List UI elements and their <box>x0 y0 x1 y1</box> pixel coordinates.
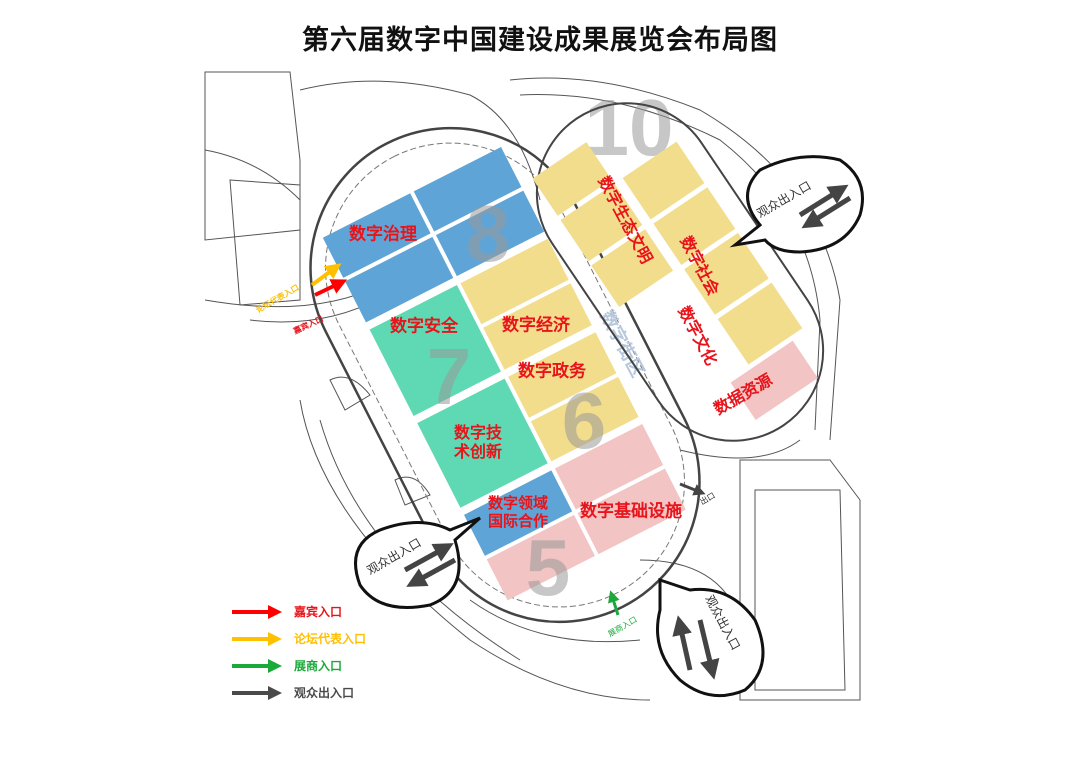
label-digital-security: 数字安全 <box>390 316 458 337</box>
audience-bubble-bottom: 观众出入口 <box>656 577 765 698</box>
hall-number-6: 6 <box>562 376 607 465</box>
map-title: 第六届数字中国建设成果展览会布局图 <box>302 25 778 56</box>
zone-society-a[interactable] <box>622 141 705 220</box>
forum-entrance-label: 论坛代表入口 <box>254 282 301 315</box>
zone-digital-government[interactable] <box>508 332 617 418</box>
vip-entrance-label: 嘉宾入口 <box>291 313 325 336</box>
zone-digital-government-b[interactable] <box>530 376 639 462</box>
main-hall <box>309 126 701 624</box>
exit-label: 出口 <box>698 490 717 507</box>
legend-item-audience: 观众出入口 <box>232 679 366 706</box>
label-digital-governance: 数字治理 <box>349 224 417 245</box>
exit-arrow <box>679 482 706 496</box>
zone-digital-infrastructure[interactable] <box>577 468 686 555</box>
legend-label: 论坛代表入口 <box>294 632 367 646</box>
zone-tech-innovation[interactable] <box>417 378 548 508</box>
exhibitor-entrance-label: 展商入口 <box>606 614 639 639</box>
hall-number-8: 8 <box>466 189 511 278</box>
legend: 嘉宾入口 论坛代表入口 展商入口 观众出入口 <box>232 598 366 706</box>
label-digital-infrastructure: 数字基础设施 <box>580 501 682 522</box>
zone-eco-a[interactable] <box>532 142 612 216</box>
zone-digital-economy-b[interactable] <box>483 283 592 370</box>
legend-item-forum: 论坛代表入口 <box>232 625 366 652</box>
hall-number-7: 7 <box>427 332 472 421</box>
audience-bubble-left: 观众出入口 <box>354 516 481 609</box>
zone-digital-economy[interactable] <box>460 238 569 325</box>
zone-culture-a[interactable] <box>684 232 769 315</box>
hall-10 <box>532 102 825 442</box>
zone-international-coop[interactable] <box>464 470 573 556</box>
zone-eco-c[interactable] <box>591 229 674 307</box>
vip-entrance-arrow <box>314 279 348 297</box>
forum-entrance-arrow <box>310 263 342 287</box>
audience-bubble-top: 观众出入口 <box>729 155 864 254</box>
zone-culture-b[interactable] <box>717 282 803 365</box>
legend-item-vip: 嘉宾入口 <box>232 598 366 625</box>
zone-digital-security[interactable] <box>369 285 501 416</box>
label-digital-economy: 数字经济 <box>502 315 570 336</box>
legend-item-exhibitor: 展商入口 <box>232 652 366 679</box>
exhibitor-entrance-arrow <box>608 590 620 616</box>
zone-data-resources[interactable] <box>730 340 818 420</box>
hall-number-5: 5 <box>526 523 571 612</box>
label-international-coop: 数字领域国际合作 <box>487 494 548 530</box>
label-tech-innovation: 数字技术创新 <box>453 423 502 461</box>
zone-infra-b[interactable] <box>486 514 595 601</box>
label-digital-government: 数字政务 <box>518 361 586 382</box>
hall-8-zone-digital-governance[interactable] <box>322 146 545 323</box>
zone-eco-b[interactable] <box>560 183 643 262</box>
legend-label: 嘉宾入口 <box>294 605 343 619</box>
zone-society-b[interactable] <box>653 187 736 266</box>
legend-label: 观众出入口 <box>294 686 355 700</box>
legend-label: 展商入口 <box>294 659 343 673</box>
zone-infra-a[interactable] <box>554 424 664 510</box>
